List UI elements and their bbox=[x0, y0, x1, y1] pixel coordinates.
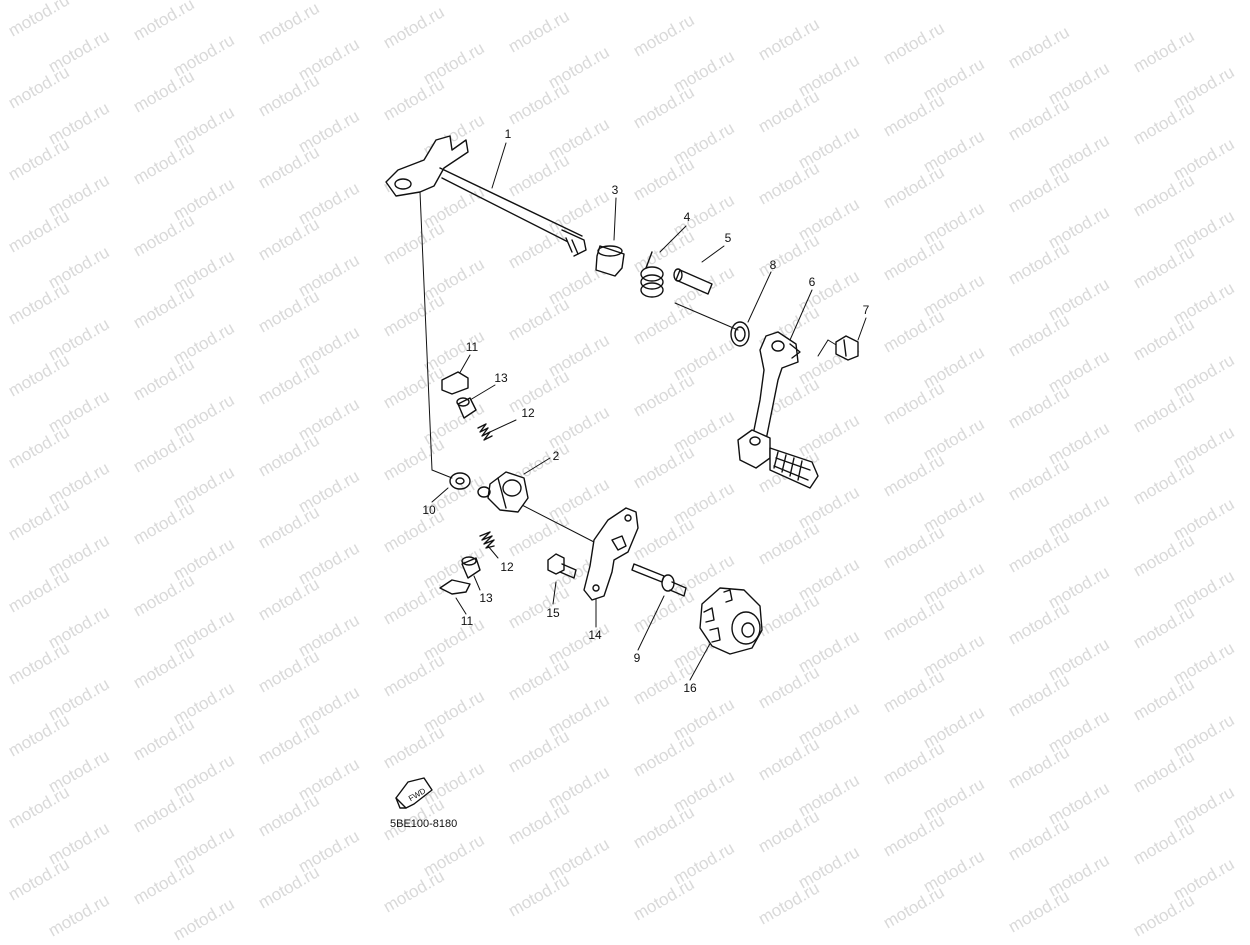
stopper-cap-lower bbox=[440, 580, 470, 594]
stopper-bolt bbox=[632, 564, 686, 596]
shift-shaft bbox=[386, 136, 586, 256]
guide-plate bbox=[584, 508, 638, 600]
shift-lever-assembly bbox=[478, 472, 528, 512]
washer bbox=[450, 473, 470, 489]
spring-lower bbox=[480, 532, 494, 548]
guide-bolt bbox=[548, 554, 576, 578]
oil-seal bbox=[731, 322, 749, 346]
plunger-upper bbox=[457, 398, 476, 418]
callout-12-upper: 12 bbox=[521, 406, 535, 420]
spring-upper bbox=[478, 424, 492, 440]
callout-15: 15 bbox=[546, 606, 560, 620]
callout-13-lower: 13 bbox=[479, 591, 493, 605]
callout-11-lower: 11 bbox=[460, 614, 474, 628]
callout-13-upper: 13 bbox=[494, 371, 508, 385]
callout-14: 14 bbox=[588, 628, 602, 642]
callout-12-lower: 12 bbox=[500, 560, 514, 574]
pedal-bolt bbox=[836, 336, 858, 360]
callout-5: 5 bbox=[724, 231, 732, 245]
callout-16: 16 bbox=[683, 681, 697, 695]
callout-3: 3 bbox=[611, 183, 619, 197]
callout-11-upper: 11 bbox=[465, 340, 479, 354]
collar bbox=[596, 246, 624, 276]
return-spring bbox=[641, 252, 663, 297]
diagram-code: 5BE100-8180 bbox=[390, 818, 458, 830]
shift-drum-segment bbox=[700, 588, 762, 654]
callout-7: 7 bbox=[862, 303, 870, 317]
fwd-arrow-icon: FWD bbox=[396, 778, 432, 808]
assembly-lines bbox=[420, 143, 866, 680]
plunger-lower bbox=[462, 557, 480, 578]
callout-10: 10 bbox=[422, 503, 436, 517]
callout-4: 4 bbox=[683, 210, 691, 224]
stopper-cap-upper bbox=[442, 372, 468, 394]
callout-6: 6 bbox=[808, 275, 816, 289]
callout-8: 8 bbox=[769, 258, 777, 272]
callout-1: 1 bbox=[504, 127, 512, 141]
callout-2: 2 bbox=[552, 449, 560, 463]
callout-9: 9 bbox=[633, 651, 641, 665]
shift-pedal bbox=[738, 332, 818, 488]
pin bbox=[674, 269, 712, 294]
